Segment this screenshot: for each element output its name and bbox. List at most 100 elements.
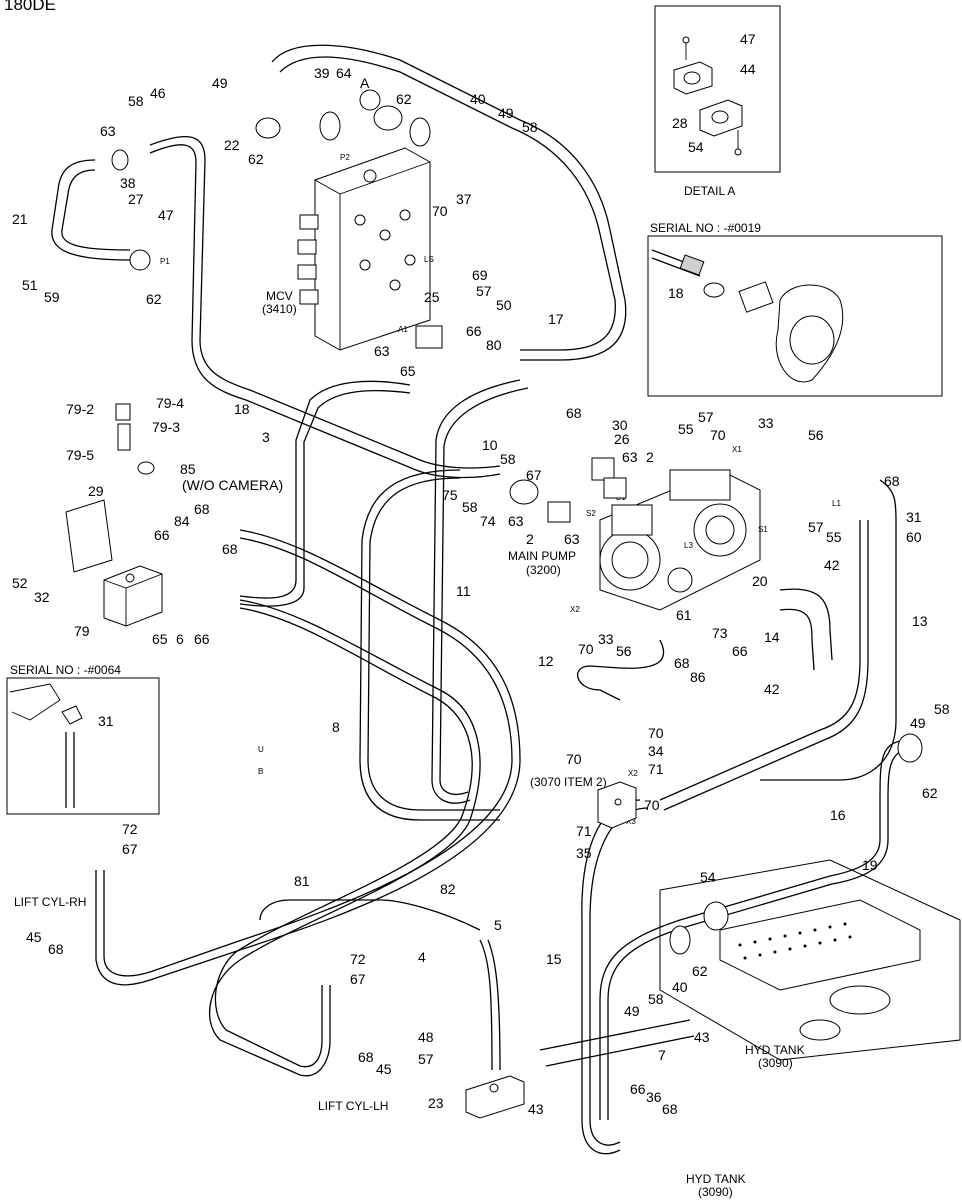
callout: 4 bbox=[418, 949, 426, 965]
detail-a-box bbox=[654, 5, 781, 173]
callout: 49 bbox=[212, 75, 228, 91]
callout: 64 bbox=[336, 65, 352, 81]
callout: 74 bbox=[480, 513, 496, 529]
callout: 63 bbox=[100, 123, 116, 139]
callout: 56 bbox=[808, 427, 824, 443]
callout: 60 bbox=[906, 529, 922, 545]
serial-0064-box bbox=[6, 677, 160, 815]
hyd-tank-assembly bbox=[659, 859, 961, 1061]
callout: 46 bbox=[150, 85, 166, 101]
solenoid-block-79 bbox=[65, 403, 163, 627]
callout: 20 bbox=[752, 573, 768, 589]
callout: 49 bbox=[624, 1003, 640, 1019]
callout: 42 bbox=[824, 557, 840, 573]
callout: 58 bbox=[500, 451, 516, 467]
callout: 51 bbox=[22, 277, 38, 293]
callout: 57 bbox=[418, 1051, 434, 1067]
port-label: B bbox=[258, 767, 263, 776]
callout: 79 bbox=[74, 623, 90, 639]
callout: 12 bbox=[538, 653, 554, 669]
callout: 68 bbox=[222, 541, 238, 557]
callout: 55 bbox=[678, 421, 694, 437]
callout: 11 bbox=[456, 583, 471, 599]
callout: 7 bbox=[658, 1047, 666, 1063]
callout: 36 bbox=[646, 1089, 662, 1105]
callout: 65 bbox=[400, 363, 416, 379]
callout: 67 bbox=[122, 841, 138, 857]
mcv-label: MCV bbox=[266, 289, 293, 303]
serial-0064-fitting bbox=[9, 683, 83, 808]
serial-0064-caption: SERIAL NO : -#0064 bbox=[10, 663, 121, 677]
callout: 42 bbox=[764, 681, 780, 697]
callout: 63 bbox=[622, 449, 638, 465]
callout: 54 bbox=[700, 869, 716, 885]
callout: 66 bbox=[194, 631, 210, 647]
callout: 68 bbox=[48, 941, 64, 957]
callout: 33 bbox=[758, 415, 774, 431]
flange-parts bbox=[111, 89, 923, 955]
callout: 57 bbox=[808, 519, 824, 535]
callout: 22 bbox=[224, 137, 240, 153]
callout: 16 bbox=[830, 807, 846, 823]
port-label: U bbox=[258, 745, 264, 754]
port-label: S1 bbox=[758, 525, 768, 534]
callout: 40 bbox=[672, 979, 688, 995]
callout: 72 bbox=[122, 821, 138, 837]
callout: 57 bbox=[476, 283, 492, 299]
callout: 58 bbox=[462, 499, 478, 515]
callout: 81 bbox=[294, 873, 310, 889]
callout: 84 bbox=[174, 513, 190, 529]
callout: 85 bbox=[180, 461, 196, 477]
callout: 68 bbox=[194, 501, 210, 517]
callout: 31 bbox=[98, 713, 114, 729]
callout: 54 bbox=[688, 139, 704, 155]
callout: 62 bbox=[248, 151, 264, 167]
callout: 2 bbox=[526, 531, 534, 547]
callout: 62 bbox=[396, 91, 412, 107]
callout: 73 bbox=[712, 625, 728, 641]
port-label: LS bbox=[424, 255, 434, 264]
callout: 40 bbox=[470, 91, 486, 107]
port-label: P2 bbox=[340, 153, 350, 162]
callout: 86 bbox=[690, 669, 706, 685]
callout: 30 bbox=[612, 417, 628, 433]
callout: 75 bbox=[442, 487, 458, 503]
diagram-title: 180DE bbox=[4, 0, 56, 14]
port-label: X2 bbox=[628, 769, 638, 778]
callout: 44 bbox=[740, 61, 756, 77]
hyd-tank-2-ref-label: (3090) bbox=[698, 1185, 733, 1199]
hyd-tank-2-label: HYD TANK bbox=[686, 1172, 746, 1186]
item-3070-caption: (3070 ITEM 2) bbox=[530, 775, 607, 789]
callout: 6 bbox=[176, 631, 184, 647]
port-label: X1 bbox=[732, 445, 742, 454]
callout: 59 bbox=[44, 289, 60, 305]
callout: 62 bbox=[146, 291, 162, 307]
block-34-manifold bbox=[597, 781, 637, 829]
callout: 8 bbox=[332, 719, 340, 735]
callout: 58 bbox=[648, 991, 664, 1007]
callout: 2 bbox=[646, 449, 654, 465]
lift-cyl-lh-caption: LIFT CYL-LH bbox=[318, 1099, 388, 1113]
callout: 3 bbox=[262, 429, 270, 445]
lift-cyl-rh-caption: LIFT CYL-RH bbox=[14, 895, 86, 909]
callout: 70 bbox=[432, 203, 448, 219]
callout: 65 bbox=[152, 631, 168, 647]
callout: 52 bbox=[12, 575, 28, 591]
callout: 17 bbox=[548, 311, 564, 327]
detail-a-clamp-upper bbox=[673, 36, 713, 95]
callout: 68 bbox=[674, 655, 690, 671]
main-pump-label: MAIN PUMP bbox=[508, 549, 576, 563]
callout: 63 bbox=[508, 513, 524, 529]
port-label: X3 bbox=[626, 817, 636, 826]
callout: 61 bbox=[676, 607, 692, 623]
detail-a-clamp-lower bbox=[699, 99, 743, 156]
callout: 70 bbox=[566, 751, 582, 767]
callout: 58 bbox=[128, 93, 144, 109]
main-pump-ref-label: (3200) bbox=[526, 563, 561, 577]
callout: 28 bbox=[672, 115, 688, 131]
callout: 25 bbox=[424, 289, 440, 305]
callout: 70 bbox=[710, 427, 726, 443]
mcv-valve-block bbox=[297, 147, 431, 351]
callout: 66 bbox=[630, 1081, 646, 1097]
callout: 70 bbox=[648, 725, 664, 741]
